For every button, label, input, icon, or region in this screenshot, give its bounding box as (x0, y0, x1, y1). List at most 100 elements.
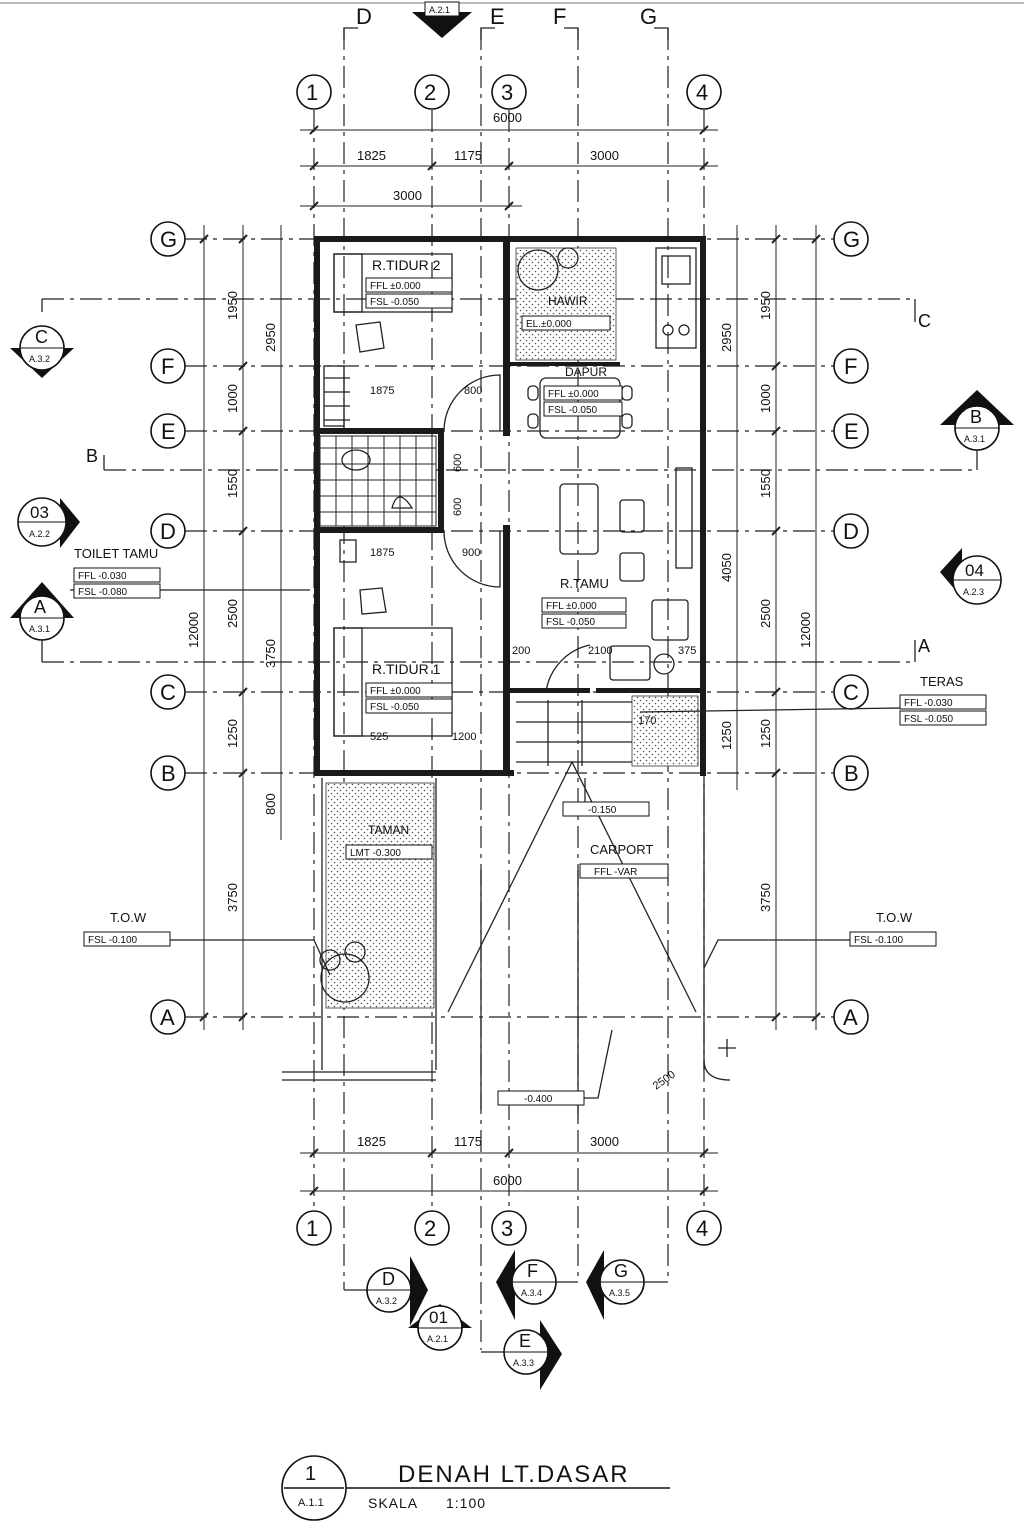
spot-level-1: -0.150 (588, 805, 617, 816)
taman-area (325, 782, 435, 1009)
svg-text:A: A (34, 597, 46, 617)
dim-bot-total: 6000 (493, 1173, 522, 1188)
walls (314, 236, 706, 776)
scale-label: SKALA (368, 1495, 418, 1511)
furniture (70, 247, 901, 1120)
section-marker-bottom-G: G A.3.5 (586, 1250, 668, 1320)
room-r-tamu: R.TAMU (560, 576, 609, 591)
svg-text:1200: 1200 (452, 731, 476, 743)
title-number: 1 (305, 1463, 316, 1485)
dim-left-total: 12000 (186, 612, 201, 648)
room-taman: TAMAN (368, 823, 409, 837)
drawing-title: DENAH LT.DASAR (398, 1461, 630, 1488)
svg-text:FFL ±0.000: FFL ±0.000 (548, 389, 599, 400)
spot-level-2: -0.400 (524, 1094, 553, 1105)
svg-text:4: 4 (696, 1216, 708, 1241)
top-section-ticks (343, 27, 669, 40)
svg-text:C: C (160, 680, 176, 705)
svg-text:G: G (614, 1261, 628, 1281)
room-carport: CARPORT (590, 842, 653, 857)
drawing-title-block: 1 A.1.1 DENAH LT.DASAR SKALA 1:100 (281, 1455, 670, 1521)
svg-text:A.3.1: A.3.1 (964, 434, 985, 444)
svg-text:A.2.1: A.2.1 (427, 1334, 448, 1344)
dim-right-2950: 2950 (719, 323, 734, 352)
svg-text:FFL ±0.000: FFL ±0.000 (370, 686, 421, 697)
dim-top-1825: 1825 (357, 148, 386, 163)
dim-right-2500: 2500 (758, 599, 773, 628)
dim-left-1950: 1950 (225, 291, 240, 320)
dim-left-3750: 3750 (225, 883, 240, 912)
svg-text:1: 1 (306, 80, 318, 105)
svg-text:FSL -0.100: FSL -0.100 (854, 935, 904, 946)
svg-text:C: C (843, 680, 859, 705)
dim-top-1175: 1175 (454, 148, 482, 163)
svg-text:4: 4 (696, 80, 708, 105)
svg-text:A.2.3: A.2.3 (963, 587, 984, 597)
dim-right-4050: 4050 (719, 553, 734, 582)
svg-text:200: 200 (512, 645, 530, 657)
svg-text:600: 600 (452, 454, 464, 472)
dim-left-1550: 1550 (225, 469, 240, 498)
svg-text:A: A (843, 1005, 858, 1030)
svg-text:900: 900 (462, 547, 480, 559)
svg-text:A.3.2: A.3.2 (376, 1296, 397, 1306)
cut-A-label: A (918, 636, 930, 656)
svg-text:FSL -0.050: FSL -0.050 (548, 405, 598, 416)
grid-bubbles-bottom: 1 2 3 4 (296, 1210, 722, 1246)
grid-bubbles-left: G F E D C B A (150, 221, 186, 1035)
cut-C-label: C (918, 311, 931, 331)
dim-top-3000: 3000 (590, 148, 619, 163)
svg-text:FSL -0.100: FSL -0.100 (88, 935, 138, 946)
svg-text:170: 170 (638, 715, 656, 727)
dim-left-1000: 1000 (225, 384, 240, 413)
top-cut-F: F (553, 4, 566, 29)
svg-text:3: 3 (501, 80, 513, 105)
svg-text:B: B (844, 761, 859, 786)
svg-text:FFL ±0.000: FFL ±0.000 (370, 281, 421, 292)
dim-left-1250: 1250 (225, 719, 240, 748)
svg-text:03: 03 (30, 503, 49, 522)
scale-value: 1:100 (446, 1495, 486, 1511)
svg-text:A.3.1: A.3.1 (29, 624, 50, 634)
detail-ref-03: 03 A.2.2 (17, 497, 80, 548)
dim-left-2950: 2950 (263, 323, 278, 352)
tow-left: T.O.W (110, 910, 147, 925)
dim-bot-1175: 1175 (454, 1134, 482, 1149)
svg-text:FFL -VAR: FFL -VAR (594, 867, 637, 878)
grid-bubbles-right: G F E D C B A (833, 221, 869, 1035)
svg-text:F: F (844, 354, 857, 379)
svg-text:EL.±0.000: EL.±0.000 (526, 319, 572, 330)
section-marker-bottom-D: D A.3.2 (344, 1256, 428, 1326)
room-r-tidur-2: R.TIDUR 2 (372, 257, 441, 273)
top-cut-G: G (640, 4, 657, 29)
svg-text:G: G (843, 227, 860, 252)
dim-right-3750: 3750 (758, 883, 773, 912)
svg-text:375: 375 (678, 645, 696, 657)
section-marker-A: A A.3.1 A (10, 582, 930, 662)
svg-text:FFL -0.030: FFL -0.030 (78, 571, 127, 582)
dim-right-1950: 1950 (758, 291, 773, 320)
svg-text:600: 600 (452, 498, 464, 516)
svg-text:FSL -0.050: FSL -0.050 (904, 714, 954, 725)
svg-text:A.3.5: A.3.5 (609, 1288, 630, 1298)
top-cut-E: E (490, 4, 505, 29)
room-toilet-tamu: TOILET TAMU (74, 546, 158, 561)
svg-text:1: 1 (306, 1216, 318, 1241)
top-elevation-marker: A.2.1 (412, 1, 472, 38)
svg-text:3: 3 (501, 1216, 513, 1241)
dim-right-1250b: 1250 (719, 721, 734, 750)
svg-text:C: C (35, 327, 48, 347)
section-marker-C: C A.3.2 C (10, 299, 931, 378)
section-marker-bottom-F: F A.3.4 (496, 1250, 578, 1320)
dim-right-1550: 1550 (758, 469, 773, 498)
svg-text:FSL -0.080: FSL -0.080 (78, 587, 128, 598)
gate-width: 2500 (651, 1069, 678, 1093)
svg-text:2: 2 (424, 1216, 436, 1241)
svg-text:FFL -0.030: FFL -0.030 (904, 698, 953, 709)
dim-left-2500: 2500 (225, 599, 240, 628)
dimension-texts: 6000 1825 1175 3000 3000 1825 1175 3000 … (186, 110, 813, 1188)
svg-text:F: F (527, 1261, 538, 1281)
svg-text:525: 525 (370, 731, 388, 743)
svg-text:B: B (970, 407, 982, 427)
